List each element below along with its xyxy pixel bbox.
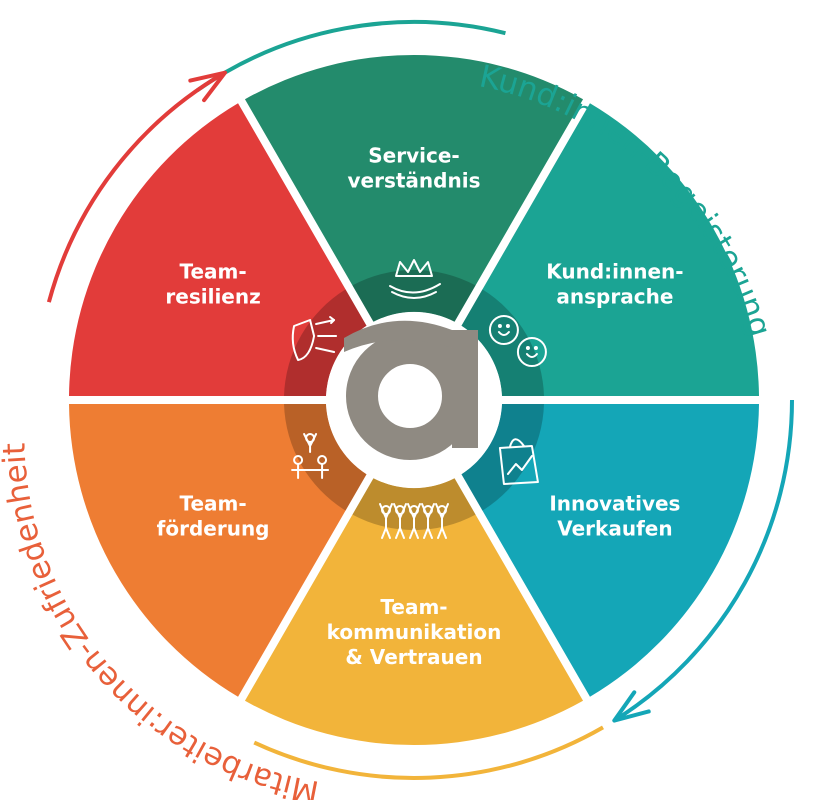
hub-band-resilienz — [284, 289, 367, 396]
segment-label-foerderung-0: Team- — [179, 492, 246, 516]
segment-icons — [291, 259, 547, 539]
arc-line-bottom — [253, 725, 604, 780]
segment-kommunikation — [244, 478, 584, 746]
segment-label-resilienz-1: resilienz — [165, 285, 260, 309]
smiley-speech-bubbles-icon — [488, 315, 547, 367]
segment-label-kommunikation-1: kommunikation — [327, 620, 502, 644]
arc-line-right — [613, 399, 794, 723]
outer-cycle-arrows — [46, 20, 794, 780]
segment-label-verkaufen-1: Verkaufen — [557, 517, 672, 541]
segment-resilienz — [69, 103, 367, 396]
a-logo-icon — [344, 320, 478, 460]
crown-in-hand-icon — [389, 259, 441, 299]
segment-label-foerderung-1: förderung — [157, 517, 270, 541]
segment-label-kundinnenansprache-1: ansprache — [556, 285, 673, 309]
segment-label-service-0: Service- — [368, 144, 459, 168]
inner-hub-ring — [284, 269, 544, 531]
arrow-head-left-icon — [188, 70, 227, 103]
shield-arrows-icon — [291, 316, 338, 361]
segment-service — [244, 54, 584, 322]
segment-foerderung — [69, 404, 367, 697]
hub-band-kundinnenansprache — [461, 289, 544, 396]
hub-band-verkaufen — [461, 404, 544, 511]
human-pyramid-icon — [291, 433, 330, 479]
segments — [69, 54, 759, 746]
segment-verkaufen — [461, 404, 759, 697]
arrow-head-right-icon — [612, 690, 651, 723]
segment-label-kommunikation-0: Team- — [380, 595, 447, 619]
center-logo — [344, 320, 478, 460]
hub-band-kommunikation — [352, 478, 476, 531]
segment-label-verkaufen-0: Innovatives — [549, 492, 680, 516]
cheering-team-icon — [379, 503, 449, 539]
segment-label-kundinnenansprache-0: Kund:innen- — [546, 260, 683, 284]
segment-label-service-1: verständnis — [348, 169, 481, 193]
segment-label-kommunikation-2: & Vertrauen — [345, 645, 482, 669]
shopping-bag-growth-icon — [498, 438, 539, 485]
segment-labels: Service-verständnisKund:innen-anspracheI… — [157, 144, 684, 670]
segment-kundinnenansprache — [461, 103, 759, 396]
hub-band-service — [352, 269, 476, 322]
arc-line-top — [196, 20, 506, 92]
segment-label-resilienz-0: Team- — [179, 260, 246, 284]
arc-line-left — [46, 70, 227, 303]
